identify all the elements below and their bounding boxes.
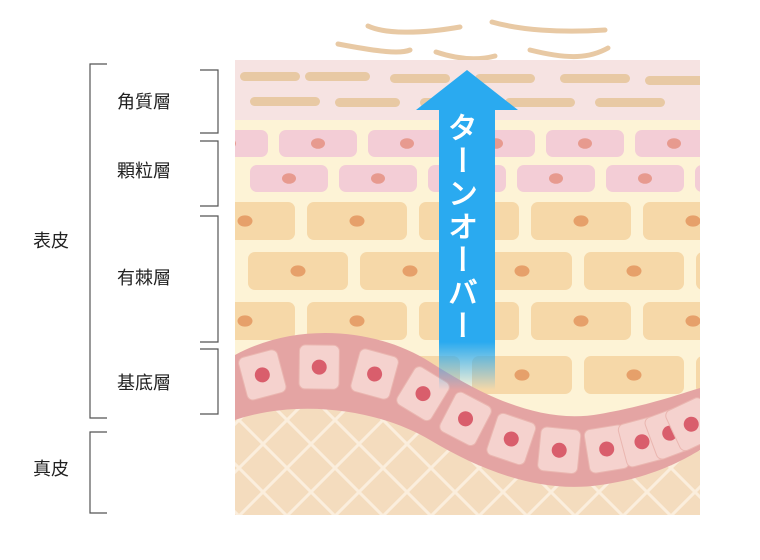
spinous-cell (643, 202, 700, 240)
basal-cell-nucleus (254, 367, 270, 383)
corneum-flake (560, 74, 630, 83)
corneum-flake (390, 74, 450, 83)
granular-cell-nucleus (638, 173, 652, 184)
basal-cells (238, 344, 700, 475)
granular-cell (235, 130, 268, 157)
spinous-cell-nucleus (685, 315, 700, 327)
turnover-label: ターンオーバー (442, 112, 477, 343)
basal-cell-nucleus (599, 441, 615, 457)
basal-cell-nucleus (458, 411, 474, 427)
bracket-corneum (200, 69, 219, 134)
corneum-flake (305, 72, 370, 81)
granular-cell-nucleus (235, 140, 236, 147)
label-granular: 顆粒層 (117, 161, 171, 182)
shedding-flakes (335, 19, 611, 62)
granular-cell (695, 165, 700, 192)
corneum-flake (335, 98, 400, 107)
spinous-cell-nucleus (739, 369, 754, 380)
spinous-cell-nucleus (237, 315, 253, 327)
spinous-cell-nucleus (573, 315, 589, 327)
granular-cell-nucleus (549, 173, 563, 184)
granular-cell-nucleus (578, 138, 592, 149)
spinous-cell-nucleus (626, 369, 642, 381)
basal-cell-nucleus (415, 386, 431, 402)
turnover-arrow (416, 70, 518, 390)
spinous-cell-nucleus (349, 215, 365, 227)
bracket-epidermis (89, 63, 107, 419)
basal-cell (396, 366, 450, 422)
spinous-cell (696, 252, 700, 290)
corneum-flake (240, 72, 300, 81)
basal-cell-nucleus (367, 366, 383, 382)
label-spinous: 有棘層 (117, 268, 171, 289)
spinous-cell-nucleus (514, 369, 530, 381)
granular-cell-nucleus (282, 173, 296, 184)
spinous-cell-nucleus (685, 215, 700, 227)
spinous-cell-nucleus (349, 315, 365, 327)
basal-cell-nucleus (311, 359, 327, 375)
basal-cell (298, 344, 340, 390)
corneum-flake (250, 97, 320, 106)
bracket-basal (200, 348, 219, 415)
basal-cell-nucleus (551, 442, 567, 458)
bracket-spinous (200, 215, 219, 343)
corneum-flake (505, 98, 575, 107)
basal-cell (350, 348, 399, 400)
basal-cell (583, 424, 630, 474)
basal-cell (439, 391, 492, 446)
basal-cell-nucleus (503, 431, 519, 447)
basal-cell (537, 426, 582, 475)
corneum-flake (645, 76, 700, 85)
spinous-cell (643, 302, 700, 340)
basal-cell (486, 412, 537, 466)
label-dermis: 真皮 (33, 459, 69, 480)
granular-cell-nucleus (311, 138, 325, 149)
spinous-cell (235, 302, 295, 340)
bracket-dermis (89, 431, 107, 514)
granular-cell-nucleus (400, 138, 414, 149)
granular-cell-nucleus (667, 138, 681, 149)
spinous-cell-nucleus (290, 265, 306, 277)
label-basal: 基底層 (117, 373, 171, 394)
bracket-granular (200, 140, 219, 207)
basal-cell (665, 397, 700, 452)
spinous-cell (696, 356, 700, 394)
corneum-flakes (240, 72, 700, 107)
spinous-cell-nucleus (573, 215, 589, 227)
spinous-cell (235, 202, 295, 240)
corneum-flake (475, 74, 535, 83)
spinous-cell-nucleus (402, 265, 418, 277)
spinous-cell-nucleus (514, 265, 530, 277)
basal-cell (238, 349, 287, 401)
basal-cell-nucleus (634, 434, 650, 450)
granular-cell-nucleus (727, 173, 741, 184)
spinous-cell-nucleus (626, 265, 642, 277)
spinous-cell-nucleus (739, 265, 754, 276)
corneum-flake (595, 98, 665, 107)
brackets (89, 63, 219, 514)
spinous-cell-nucleus (237, 215, 253, 227)
basal-cell-nucleus (683, 416, 699, 432)
label-corneum: 角質層 (117, 92, 171, 113)
granular-cell-nucleus (371, 173, 385, 184)
label-epidermis: 表皮 (33, 231, 69, 252)
